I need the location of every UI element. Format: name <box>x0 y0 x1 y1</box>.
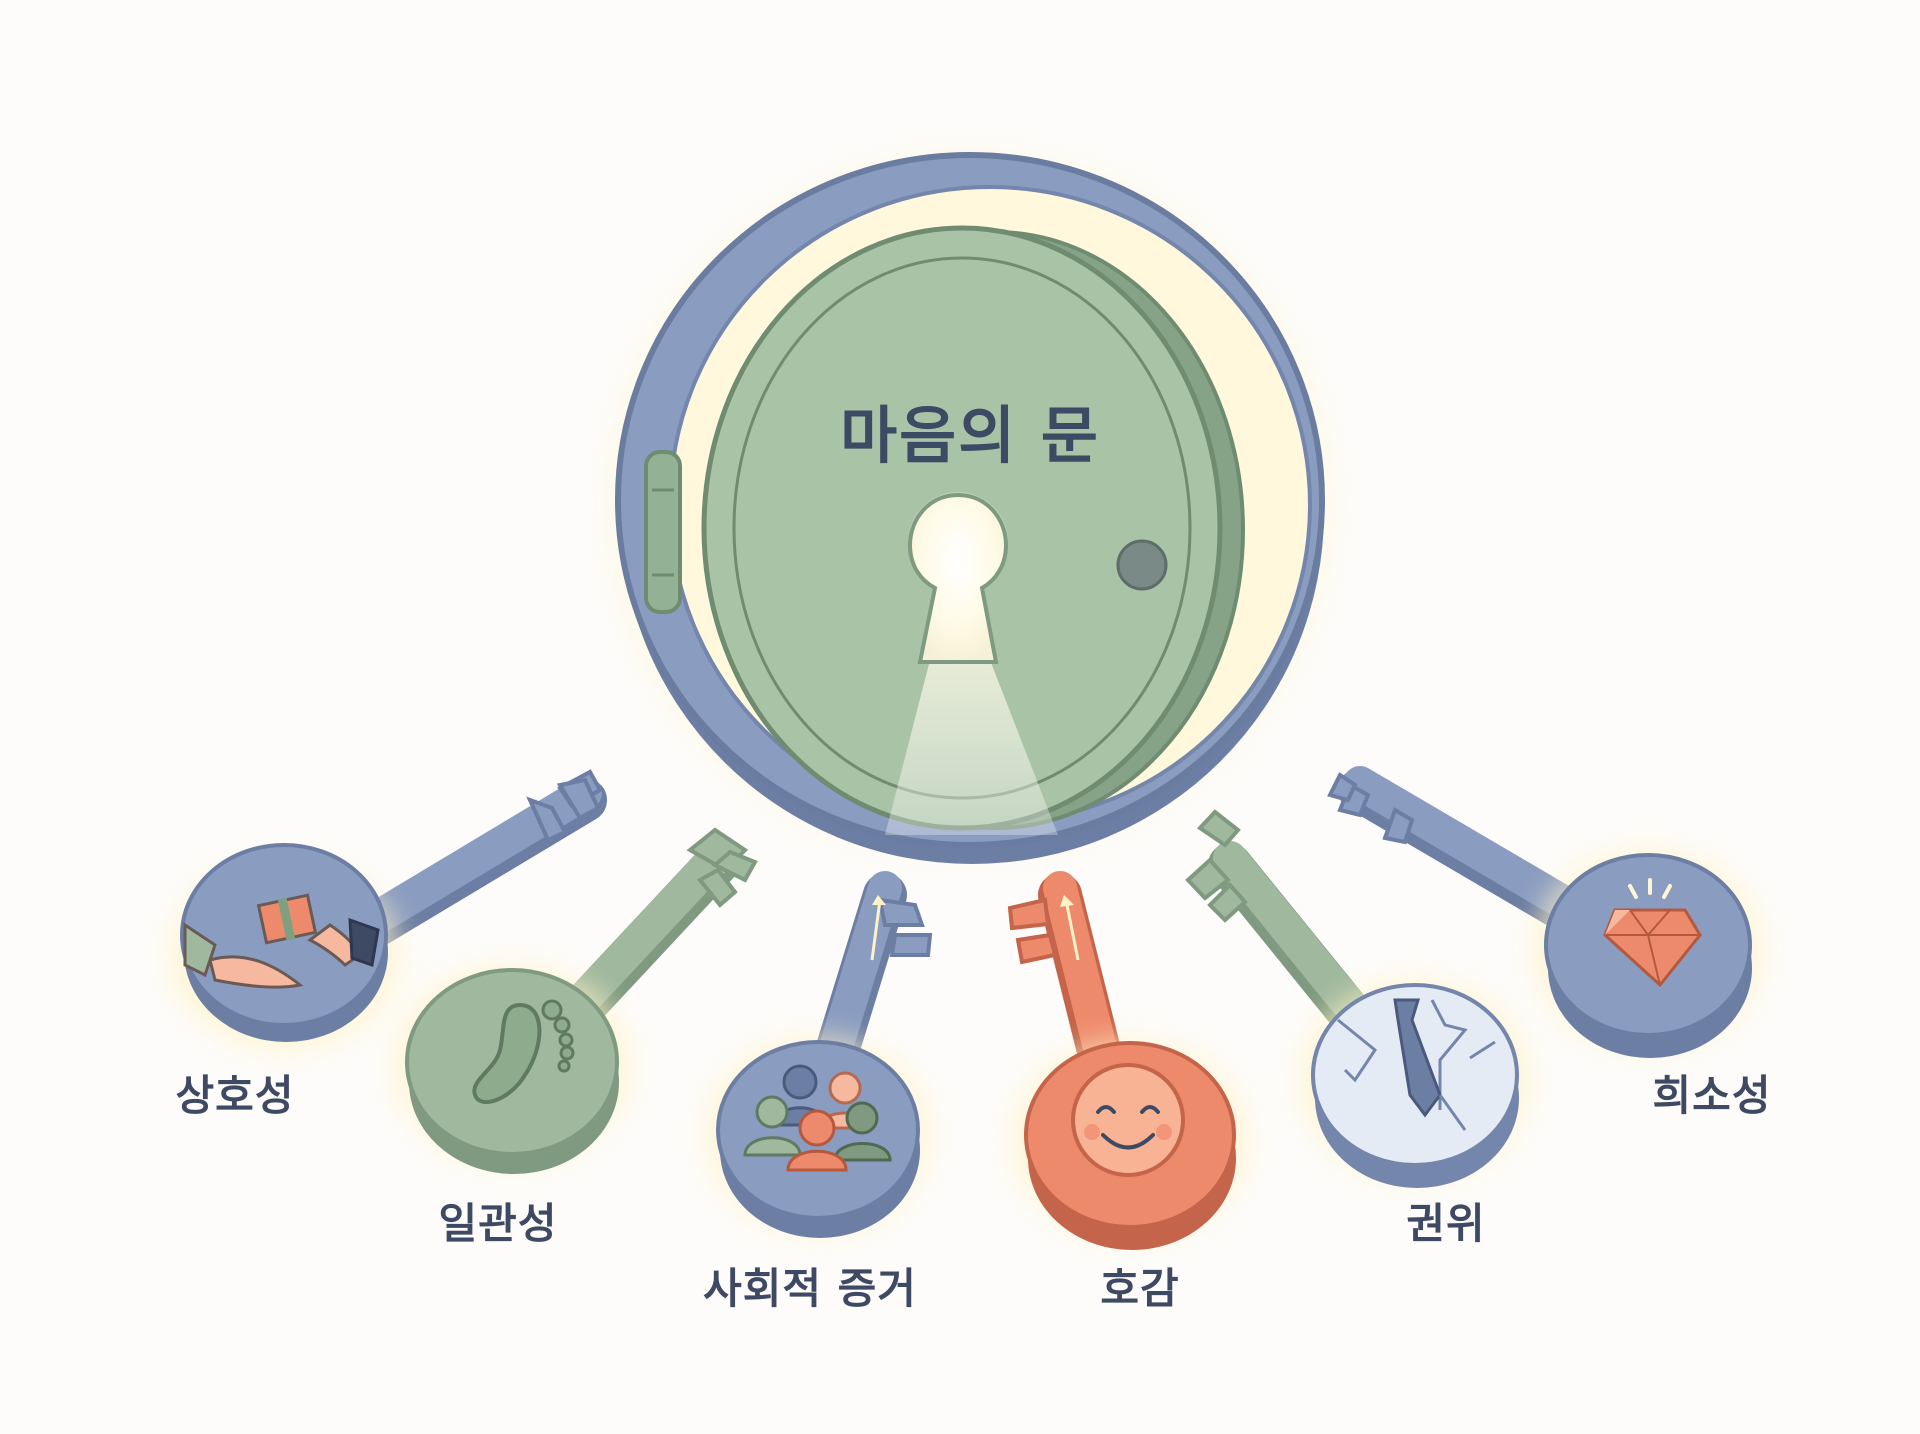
light-beam <box>885 660 1058 835</box>
key-label-reciprocity: 상호성 <box>175 1071 295 1120</box>
key-label-liking: 호감 <box>1100 1264 1180 1313</box>
key-social-proof <box>706 871 933 1238</box>
key-consistency <box>394 827 758 1174</box>
door-knob-icon <box>1116 539 1168 591</box>
key-authority <box>1185 809 1530 1188</box>
door-of-mind <box>610 152 1330 864</box>
key-reciprocity <box>170 769 607 1050</box>
smiley-face-icon <box>1071 1063 1185 1177</box>
key-label-authority: 권위 <box>1406 1199 1486 1248</box>
key-scarcity <box>1327 766 1763 1058</box>
key-label-scarcity: 희소성 <box>1652 1071 1772 1120</box>
suit-tie-icon <box>1337 998 1496 1131</box>
key-label-consistency: 일관성 <box>438 1199 558 1248</box>
keyhole-icon <box>907 492 1009 664</box>
hinge-icon <box>644 450 682 614</box>
key-label-social-proof: 사회적 증거 <box>703 1264 917 1313</box>
key-liking <box>1007 871 1248 1250</box>
gift-exchange-icon <box>183 893 380 989</box>
door-title: 마음의 문 <box>840 399 1100 472</box>
gem-icon <box>1603 878 1702 988</box>
footprint-icon <box>472 999 575 1105</box>
crowd-icon <box>743 1064 892 1172</box>
